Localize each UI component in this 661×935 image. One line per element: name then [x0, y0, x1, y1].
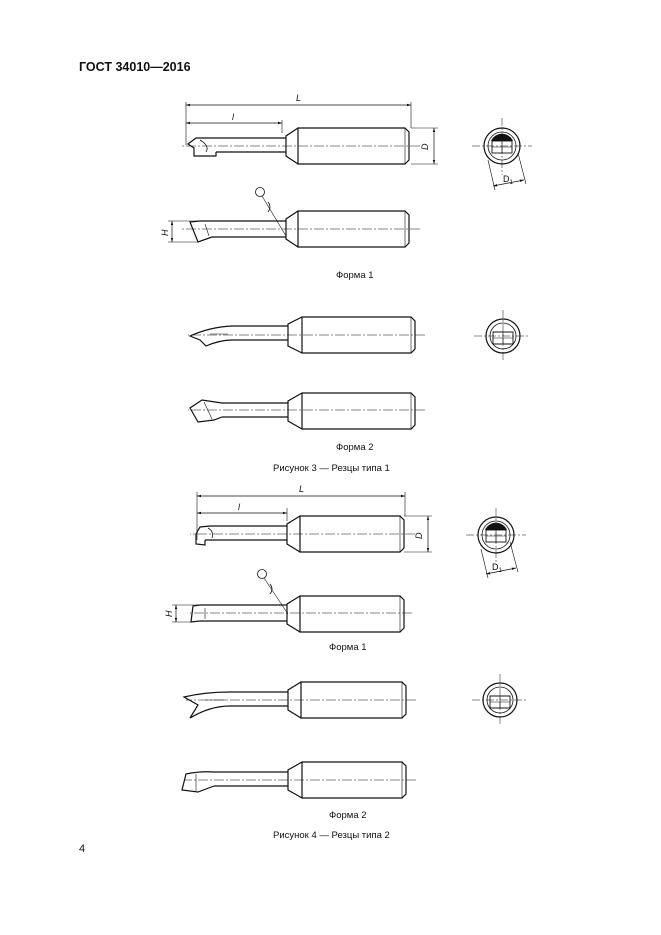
fig4-form2-end-view	[472, 674, 528, 726]
fig3-form2-label: Форма 2	[336, 442, 374, 453]
fig3-dim-l: l	[232, 112, 235, 122]
fig4-form1-end-view: D1	[466, 508, 526, 579]
fig4-form1-side-view: H	[164, 569, 412, 633]
fig4-form1-top-view: L l D	[190, 484, 432, 553]
document-header: ГОСТ 34010—2016	[79, 60, 191, 74]
fig4-form2-side-view	[181, 761, 416, 799]
fig4-form2-label: Форма 2	[329, 810, 367, 821]
fig3-form2-end-view	[474, 310, 530, 362]
fig3-caption: Рисунок 3 — Резцы типа 1	[273, 463, 390, 474]
fig4-form1-label: Форма 1	[329, 642, 367, 653]
fig3-dim-D1: D1	[503, 174, 514, 186]
fig3-form1-label: Форма 1	[336, 270, 374, 281]
fig3-dim-H: H	[160, 229, 170, 236]
fig4-dim-l: l	[238, 502, 241, 512]
fig4-dim-H: H	[164, 610, 174, 617]
fig4-caption: Рисунок 4 — Резцы типа 2	[273, 830, 390, 841]
fig3-form2-side-view	[188, 392, 425, 430]
page-number: 4	[79, 843, 86, 855]
fig4-dim-D: D	[414, 532, 424, 539]
fig3-form1-side-view: H	[160, 187, 420, 248]
fig3-dim-L: L	[296, 93, 301, 103]
fig3-form2-top-view	[188, 316, 425, 354]
fig3-dim-D: D	[420, 143, 430, 150]
fig3-form1-top-view: L l D	[180, 93, 438, 165]
fig3-form1-end-view: D1	[472, 118, 532, 191]
fig4-dim-D1: D1	[492, 562, 503, 574]
fig4-dim-L: L	[299, 484, 304, 494]
fig4-form2-top-view	[182, 681, 416, 719]
